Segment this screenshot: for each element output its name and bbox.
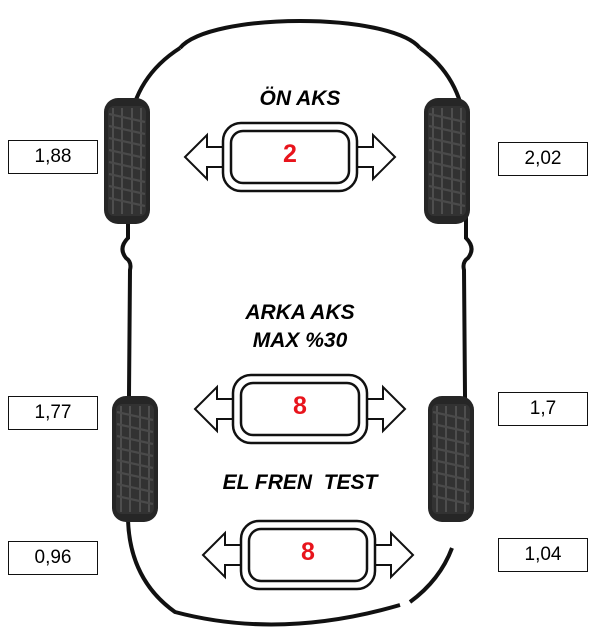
rear-axle-label: ARKA AKS (245, 301, 355, 324)
tire-icon (110, 394, 160, 524)
tire-icon (426, 394, 476, 524)
hand-brake-right-value: 1,04 (498, 538, 588, 572)
front-left-value: 1,88 (8, 140, 98, 174)
front-axle-difference: 2 (283, 140, 297, 168)
hand-brake-left-value: 0,96 (8, 541, 98, 575)
rear-axle-difference: 8 (293, 392, 307, 420)
front-right-value: 2,02 (498, 142, 588, 176)
rear-right-value: 1,7 (498, 392, 588, 426)
hand-brake-difference: 8 (301, 538, 315, 566)
tire-icon (422, 96, 472, 226)
tire-icon (102, 96, 152, 226)
front-axle-label: ÖN AKS (259, 87, 341, 110)
rear-axle-max-label: MAX %30 (252, 329, 348, 352)
rear-left-value: 1,77 (8, 396, 98, 430)
hand-brake-label: EL FREN TEST (222, 471, 378, 494)
